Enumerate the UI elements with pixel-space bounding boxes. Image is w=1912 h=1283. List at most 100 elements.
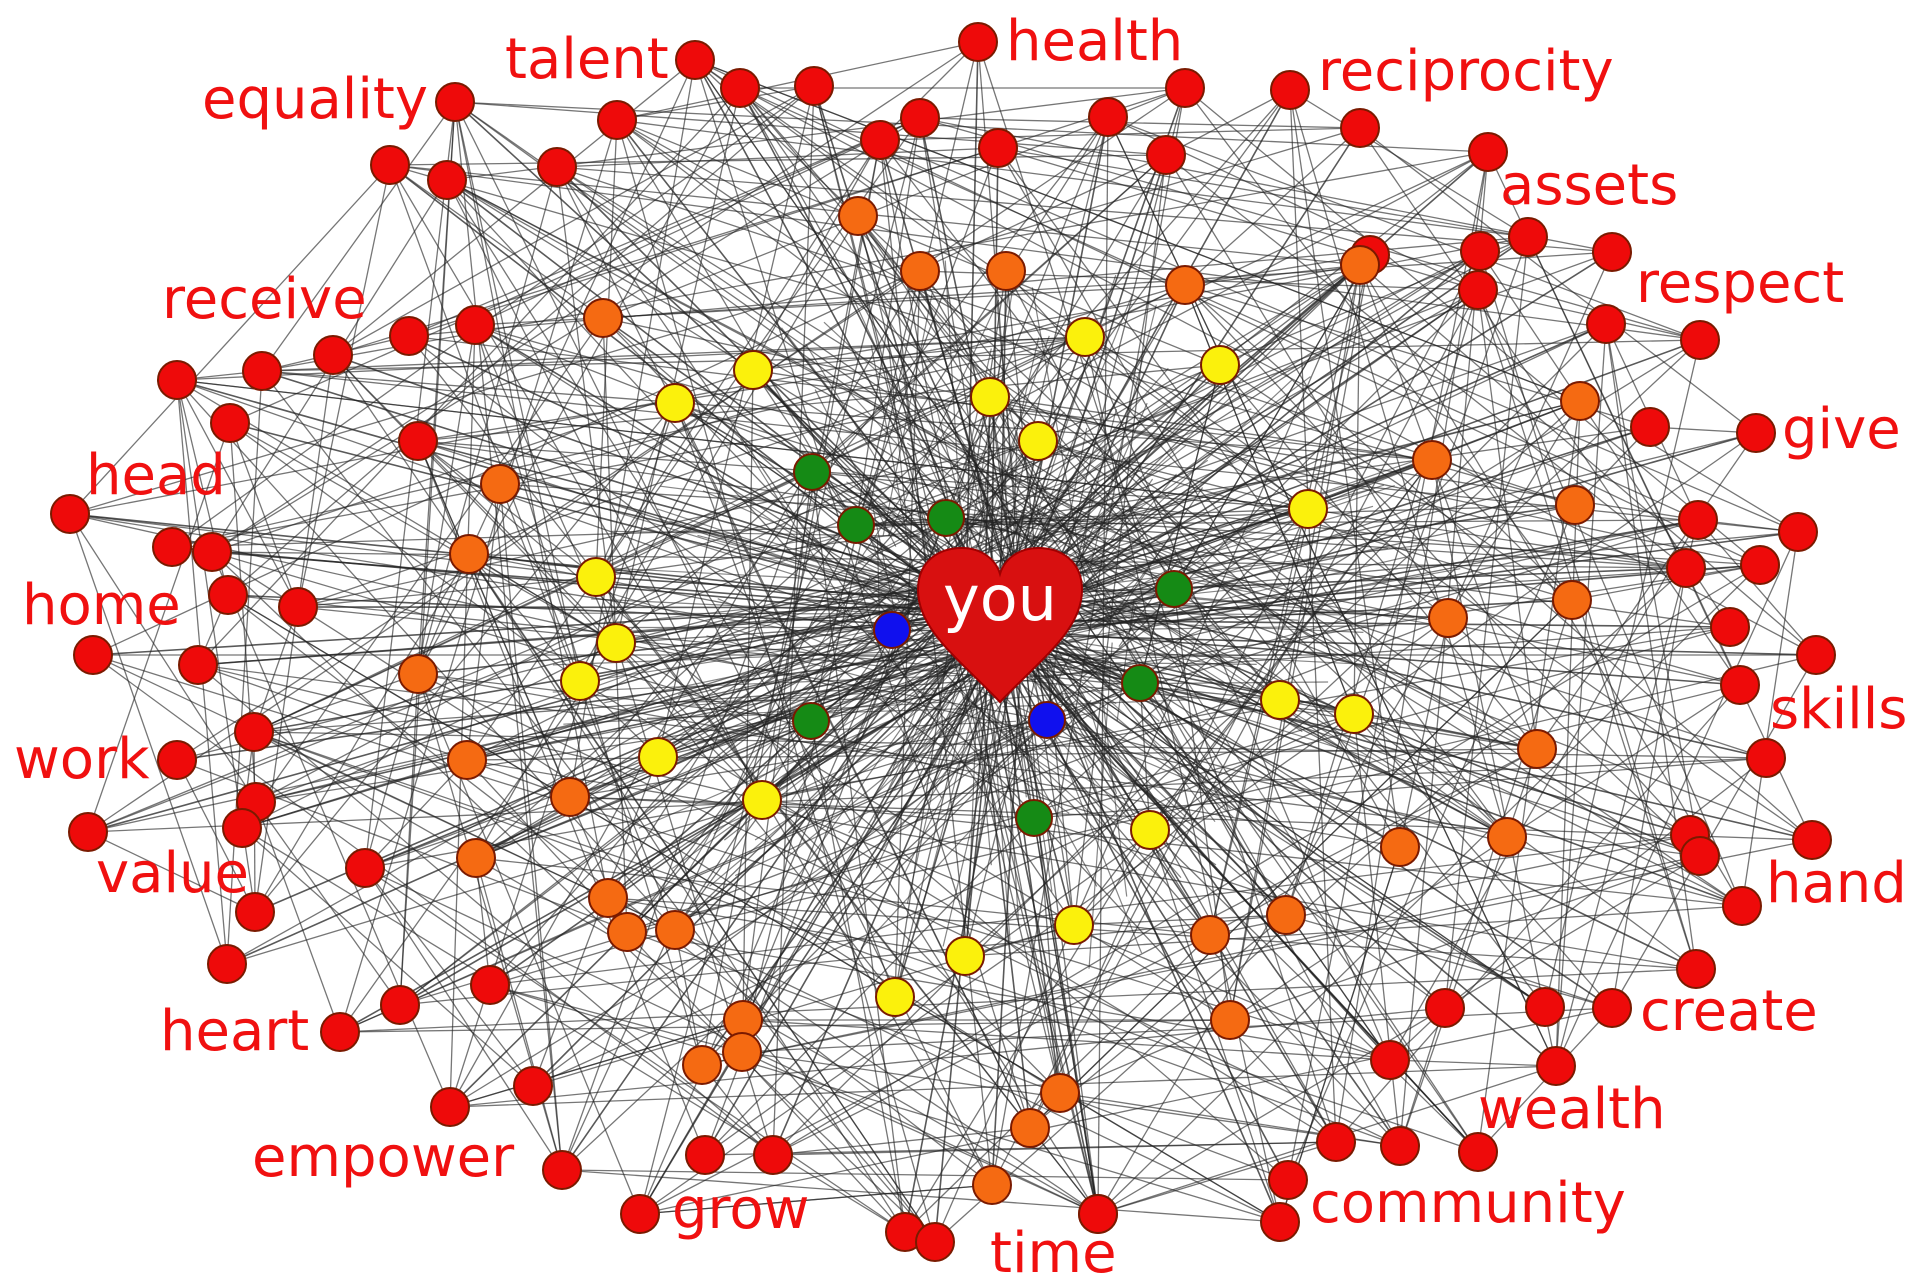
- edge-line: [1087, 495, 1294, 632]
- red-node: [1720, 665, 1760, 705]
- yellow-node: [742, 780, 782, 820]
- red-node: [208, 575, 248, 615]
- edge-line: [704, 617, 1449, 1156]
- orange-node: [1560, 381, 1600, 421]
- edge-line: [87, 422, 231, 833]
- edge-line: [772, 323, 1607, 1156]
- edge-line: [740, 438, 853, 619]
- edge-line: [1444, 236, 1529, 1009]
- orange-node: [447, 740, 487, 780]
- edge-line: [674, 402, 978, 587]
- edge-line: [900, 350, 929, 578]
- edge-line: [1536, 432, 1757, 750]
- edge-line: [408, 87, 1186, 337]
- edge-line: [938, 421, 1088, 519]
- edge-line: [951, 684, 1162, 880]
- edge-line: [947, 503, 1054, 528]
- red-node: [1778, 512, 1818, 552]
- edge-line: [332, 85, 815, 356]
- edge-line: [475, 139, 881, 859]
- edge-line: [399, 713, 1355, 1006]
- edge-line: [840, 490, 950, 508]
- red-node: [1676, 949, 1716, 989]
- yellow-node: [875, 977, 915, 1017]
- edge-line: [1109, 478, 1154, 544]
- edge-line: [1399, 617, 1449, 848]
- red-node: [1458, 1132, 1498, 1172]
- edge-line: [1571, 564, 1761, 601]
- edge-line: [894, 116, 1109, 998]
- edge-line: [69, 164, 391, 515]
- red-node: [345, 848, 385, 888]
- red-node: [178, 645, 218, 685]
- edge-line: [364, 867, 906, 1233]
- edge-line: [92, 596, 1015, 656]
- edge-line: [912, 703, 1070, 814]
- edge-line: [1007, 404, 1047, 537]
- edge-line: [1209, 254, 1371, 936]
- edge-line: [855, 117, 921, 526]
- edge-line: [197, 664, 763, 801]
- edge-line: [417, 440, 1309, 510]
- edge-line: [1184, 127, 1361, 286]
- edge-line: [332, 354, 1061, 1094]
- edge-line: [989, 396, 1433, 461]
- red-node: [313, 335, 353, 375]
- edge-line: [408, 117, 921, 337]
- edge-line: [1033, 459, 1433, 819]
- edge-line: [253, 731, 1401, 1147]
- edge-line: [904, 829, 1151, 1233]
- edge-line: [227, 594, 1281, 701]
- edge-line: [986, 714, 1065, 774]
- edge-line: [417, 87, 741, 675]
- edge-line: [1127, 605, 1158, 643]
- edge-line: [1307, 459, 1433, 510]
- red-node: [675, 40, 715, 80]
- edge-line: [1008, 621, 1143, 954]
- red-node: [389, 316, 429, 356]
- edge-line: [364, 867, 563, 1171]
- orange-node: [1040, 1073, 1080, 1113]
- red-node: [1260, 1202, 1300, 1242]
- edge-line: [176, 379, 1309, 510]
- word-wealth: wealth: [1478, 1077, 1666, 1142]
- edge-line: [417, 673, 1401, 848]
- edge-line: [261, 370, 994, 601]
- green-node: [1155, 570, 1193, 608]
- edge-line: [1101, 694, 1128, 897]
- red-node: [242, 351, 282, 391]
- orange-node: [449, 534, 489, 574]
- word-health: health: [1006, 9, 1184, 74]
- edge-line: [739, 87, 1699, 521]
- edge-line: [892, 704, 970, 825]
- edge-line: [1034, 504, 1082, 522]
- edge-line: [69, 513, 597, 578]
- edge-line: [1031, 287, 1086, 582]
- edge-line: [211, 551, 1151, 831]
- edge-line: [886, 333, 908, 522]
- red-node: [50, 494, 90, 534]
- yellow-node: [1288, 489, 1328, 529]
- edge-line: [466, 759, 906, 1233]
- edge-line: [639, 1007, 1613, 1215]
- edge-line: [176, 379, 299, 608]
- edge-line: [906, 442, 991, 507]
- edge-line: [1289, 89, 1529, 238]
- edge-line: [977, 447, 1017, 553]
- edge-line: [945, 264, 1361, 519]
- edge-line: [1279, 846, 1401, 1223]
- word-heart: heart: [160, 999, 310, 1064]
- edge-line: [211, 117, 921, 553]
- edge-line: [254, 354, 334, 913]
- edge-line: [1444, 757, 1767, 1009]
- edge-line: [997, 147, 1508, 838]
- edge-line: [987, 651, 1011, 940]
- yellow-node: [1200, 345, 1240, 385]
- edge-line: [1083, 609, 1138, 616]
- edge-line: [408, 335, 1433, 461]
- edge-line: [602, 251, 1613, 319]
- edge-line: [261, 339, 1701, 372]
- edge-line: [1093, 524, 1332, 614]
- edge-line: [906, 625, 971, 904]
- edge-line: [1033, 757, 1767, 819]
